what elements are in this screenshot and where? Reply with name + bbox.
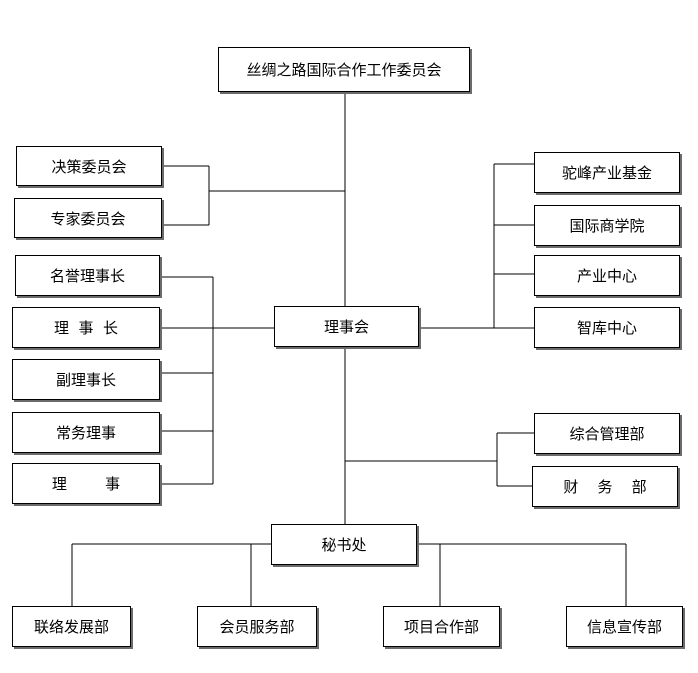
- box-council: 理事会: [274, 306, 419, 347]
- box-right-upper: 国际商学院: [534, 205, 680, 246]
- box-secretariat: 秘书处: [271, 524, 417, 565]
- box-right-upper: 产业中心: [534, 255, 680, 296]
- box-left-lower: 名誉理事长: [15, 255, 160, 296]
- box-bottom-dept: 会员服务部: [197, 606, 317, 647]
- box-left-upper: 专家委员会: [14, 198, 162, 238]
- box-left-lower: 常务理事: [12, 412, 160, 453]
- box-bottom-dept: 联络发展部: [12, 606, 131, 647]
- box-right-lower: 综合管理部: [534, 413, 680, 454]
- box-right-lower: 财 务 部: [532, 466, 678, 507]
- box-right-upper: 驼峰产业基金: [534, 152, 680, 193]
- box-right-upper: 智库中心: [534, 307, 680, 348]
- box-left-lower: 理 事: [12, 463, 160, 504]
- box-bottom-dept: 项目合作部: [383, 606, 500, 647]
- box-left-upper: 决策委员会: [16, 146, 162, 186]
- box-left-lower: 理 事 长: [12, 307, 160, 348]
- box-left-lower: 副理事长: [12, 359, 160, 400]
- box-bottom-dept: 信息宣传部: [566, 606, 683, 647]
- box-top-committee: 丝绸之路国际合作工作委员会: [218, 47, 470, 92]
